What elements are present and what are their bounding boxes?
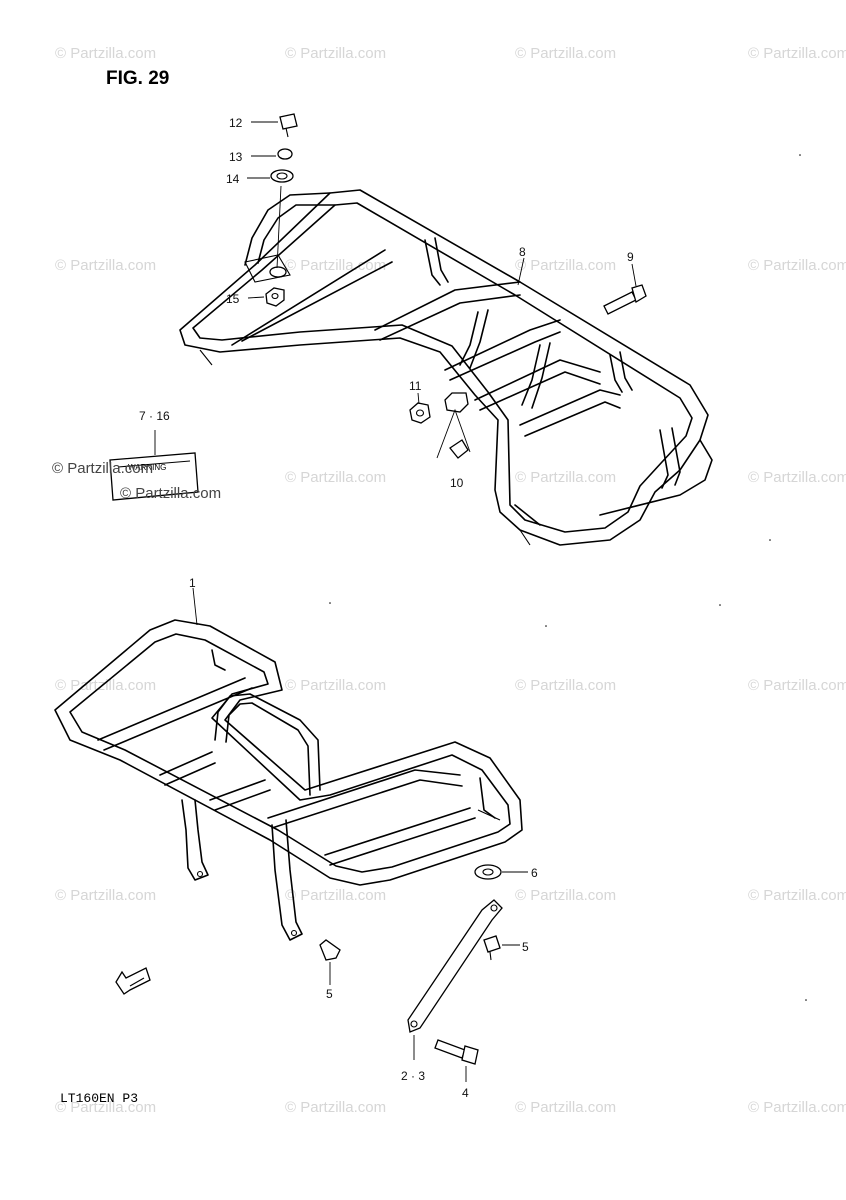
model-code: LT160EN P3 bbox=[60, 1091, 138, 1106]
callout-15: 15 bbox=[226, 292, 240, 306]
watermark: © Partzilla.com bbox=[55, 45, 156, 62]
watermark: © Partzilla.com bbox=[515, 1099, 616, 1116]
stay-part-2-3 bbox=[407, 899, 503, 1033]
callout-8: 8 bbox=[519, 245, 526, 259]
callout-1: 1 bbox=[189, 576, 196, 590]
watermark: © Partzilla.com bbox=[52, 460, 153, 477]
callout-7-16: 7 · 16 bbox=[139, 409, 170, 423]
watermark: © Partzilla.com bbox=[748, 677, 846, 694]
bracket-part-10 bbox=[436, 392, 471, 459]
watermark: © Partzilla.com bbox=[748, 887, 846, 904]
watermark: © Partzilla.com bbox=[515, 257, 616, 274]
callout-12: 12 bbox=[229, 116, 243, 130]
warning-text: WARNING bbox=[128, 463, 166, 472]
callout-10: 10 bbox=[450, 476, 464, 490]
watermark: © Partzilla.com bbox=[515, 887, 616, 904]
nut-part-11 bbox=[409, 402, 431, 424]
scan-specks bbox=[329, 154, 807, 1001]
assembly-line bbox=[276, 185, 282, 269]
callout-6: 6 bbox=[531, 866, 538, 880]
bolt-part-9 bbox=[603, 284, 647, 315]
watermark: © Partzilla.com bbox=[748, 1099, 846, 1116]
fwd-arrow-icon bbox=[115, 967, 151, 995]
watermark: © Partzilla.com bbox=[55, 1099, 156, 1116]
watermark: © Partzilla.com bbox=[55, 257, 156, 274]
callout-11: 11 bbox=[409, 379, 422, 393]
watermark: © Partzilla.com bbox=[285, 1099, 386, 1116]
bolt-part-4 bbox=[434, 1039, 479, 1065]
watermark: © Partzilla.com bbox=[748, 45, 846, 62]
bolt-part-12 bbox=[279, 113, 298, 138]
watermark: © Partzilla.com bbox=[55, 677, 156, 694]
callout-14: 14 bbox=[226, 172, 240, 186]
cushion-part-6 bbox=[474, 864, 502, 880]
figure-title: FIG. 29 bbox=[106, 68, 169, 89]
watermark: © Partzilla.com bbox=[285, 677, 386, 694]
watermark: © Partzilla.com bbox=[55, 887, 156, 904]
watermark: © Partzilla.com bbox=[748, 469, 846, 486]
watermark: © Partzilla.com bbox=[748, 257, 846, 274]
watermark: © Partzilla.com bbox=[285, 257, 386, 274]
watermark-layer: © Partzilla.com © Partzilla.com © Partzi… bbox=[55, 45, 846, 1116]
rear-carrier-part-8 bbox=[179, 189, 713, 546]
callout-5-right: 5 bbox=[522, 940, 529, 954]
leader-lines bbox=[154, 121, 637, 1082]
callout-2-3: 2 · 3 bbox=[401, 1069, 425, 1083]
washer bbox=[269, 266, 287, 278]
watermark: © Partzilla.com bbox=[515, 469, 616, 486]
warning-label-part-7-16: WARNING © Partzilla.com © Partzilla.com bbox=[52, 452, 221, 502]
cushion-part-14 bbox=[270, 169, 294, 183]
callout-4: 4 bbox=[462, 1086, 469, 1100]
watermark: © Partzilla.com bbox=[285, 887, 386, 904]
callout-5-left: 5 bbox=[326, 987, 333, 1001]
watermark: © Partzilla.com bbox=[120, 485, 221, 502]
bolt-part-5-left bbox=[319, 939, 341, 961]
watermark: © Partzilla.com bbox=[285, 45, 386, 62]
front-carrier-part-1 bbox=[54, 619, 523, 941]
watermark: © Partzilla.com bbox=[285, 469, 386, 486]
watermark: © Partzilla.com bbox=[515, 45, 616, 62]
watermark: © Partzilla.com bbox=[515, 677, 616, 694]
collar-part-13 bbox=[277, 148, 293, 160]
callout-numbers: 12 13 14 15 8 9 11 10 7 · 16 1 6 5 5 2 ·… bbox=[139, 116, 634, 1100]
callout-9: 9 bbox=[627, 250, 634, 264]
callout-13: 13 bbox=[229, 150, 243, 164]
bolt-part-5-right bbox=[483, 935, 501, 961]
nut-part-15 bbox=[265, 287, 285, 307]
